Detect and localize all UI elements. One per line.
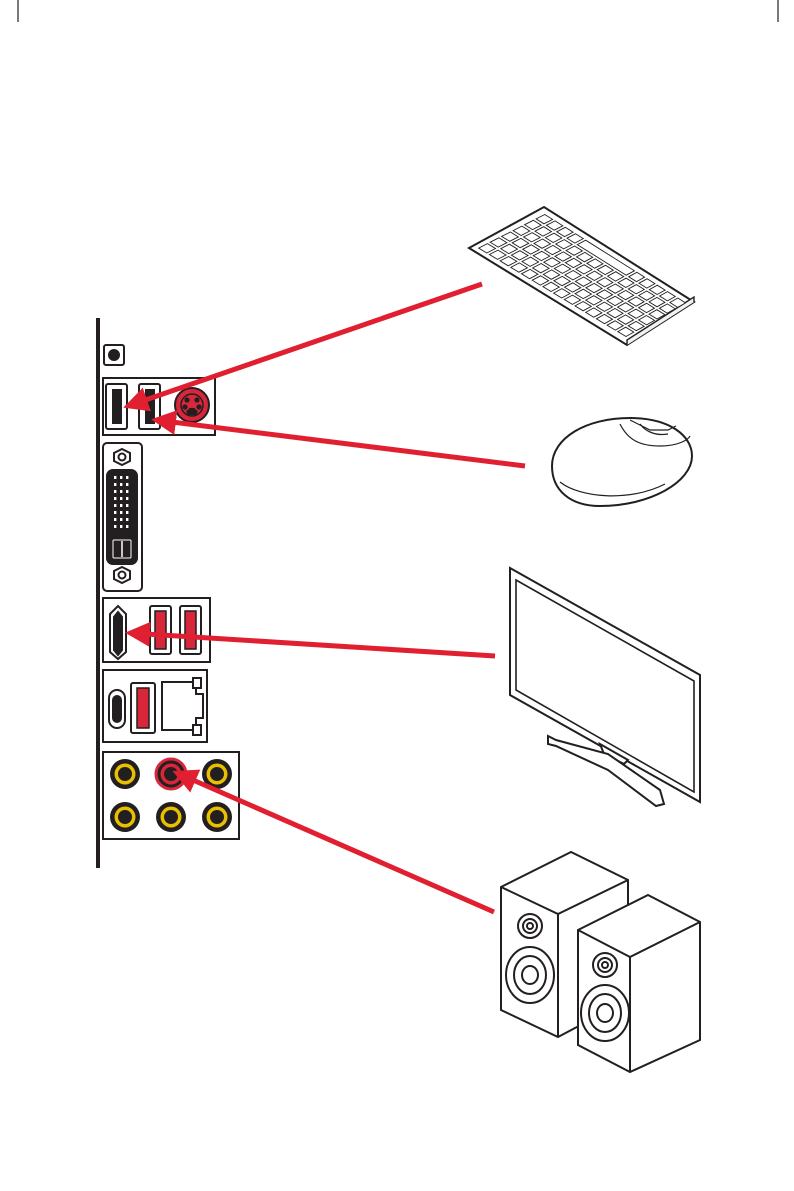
dvi-pin	[126, 525, 128, 528]
dvi-block	[103, 443, 142, 591]
hdmi-port	[110, 606, 126, 659]
dvi-pin	[126, 504, 128, 507]
audio-jack	[156, 802, 186, 832]
arrow-mouse-to-usb	[156, 420, 525, 466]
dvi-pin	[114, 525, 116, 528]
dvi-pin	[126, 483, 128, 486]
dvi-pin	[126, 476, 128, 479]
ps2-port	[175, 388, 209, 422]
dvi-pin	[114, 483, 116, 486]
dvi-pin	[120, 490, 122, 493]
usb3-port-3	[131, 683, 155, 733]
usb-c-port	[109, 690, 125, 728]
dvi-pin	[120, 525, 122, 528]
usb-port-1	[106, 384, 127, 429]
arrow-keyboard-to-usb	[128, 284, 482, 406]
clear-cmos-button	[104, 345, 124, 365]
dvi-pin	[114, 511, 116, 514]
dvi-pin	[120, 476, 122, 479]
audio-jacks-block	[103, 752, 239, 839]
hdmi-usb-block	[103, 598, 210, 662]
dvi-pin	[114, 497, 116, 500]
audio-jack	[110, 802, 140, 832]
dvi-pin	[114, 504, 116, 507]
usb3-port-2	[180, 606, 201, 654]
mouse-icon	[552, 418, 692, 506]
dvi-pin	[120, 511, 122, 514]
lan-port	[162, 678, 203, 735]
dvi-pin	[120, 518, 122, 521]
audio-jack	[202, 802, 232, 832]
dvi-pin	[120, 504, 122, 507]
dvi-pin	[120, 497, 122, 500]
arrow-speakers-to-audio	[177, 773, 494, 912]
speaker-right	[578, 895, 700, 1072]
dvi-pin	[120, 483, 122, 486]
dvi-pin	[126, 497, 128, 500]
crop-marks	[18, 0, 778, 22]
dvi-pin	[114, 476, 116, 479]
dvi-pin	[126, 511, 128, 514]
audio-jack	[110, 759, 140, 789]
io-back-panel	[98, 318, 239, 868]
usbc-lan-block	[103, 670, 207, 742]
dvi-pin	[126, 518, 128, 521]
keyboard-icon	[469, 207, 694, 345]
speakers-icon	[501, 852, 700, 1072]
monitor-icon	[510, 568, 700, 806]
dvi-pin	[114, 490, 116, 493]
dvi-pin	[114, 518, 116, 521]
usb3-port-1	[150, 606, 171, 654]
dvi-pin	[126, 490, 128, 493]
